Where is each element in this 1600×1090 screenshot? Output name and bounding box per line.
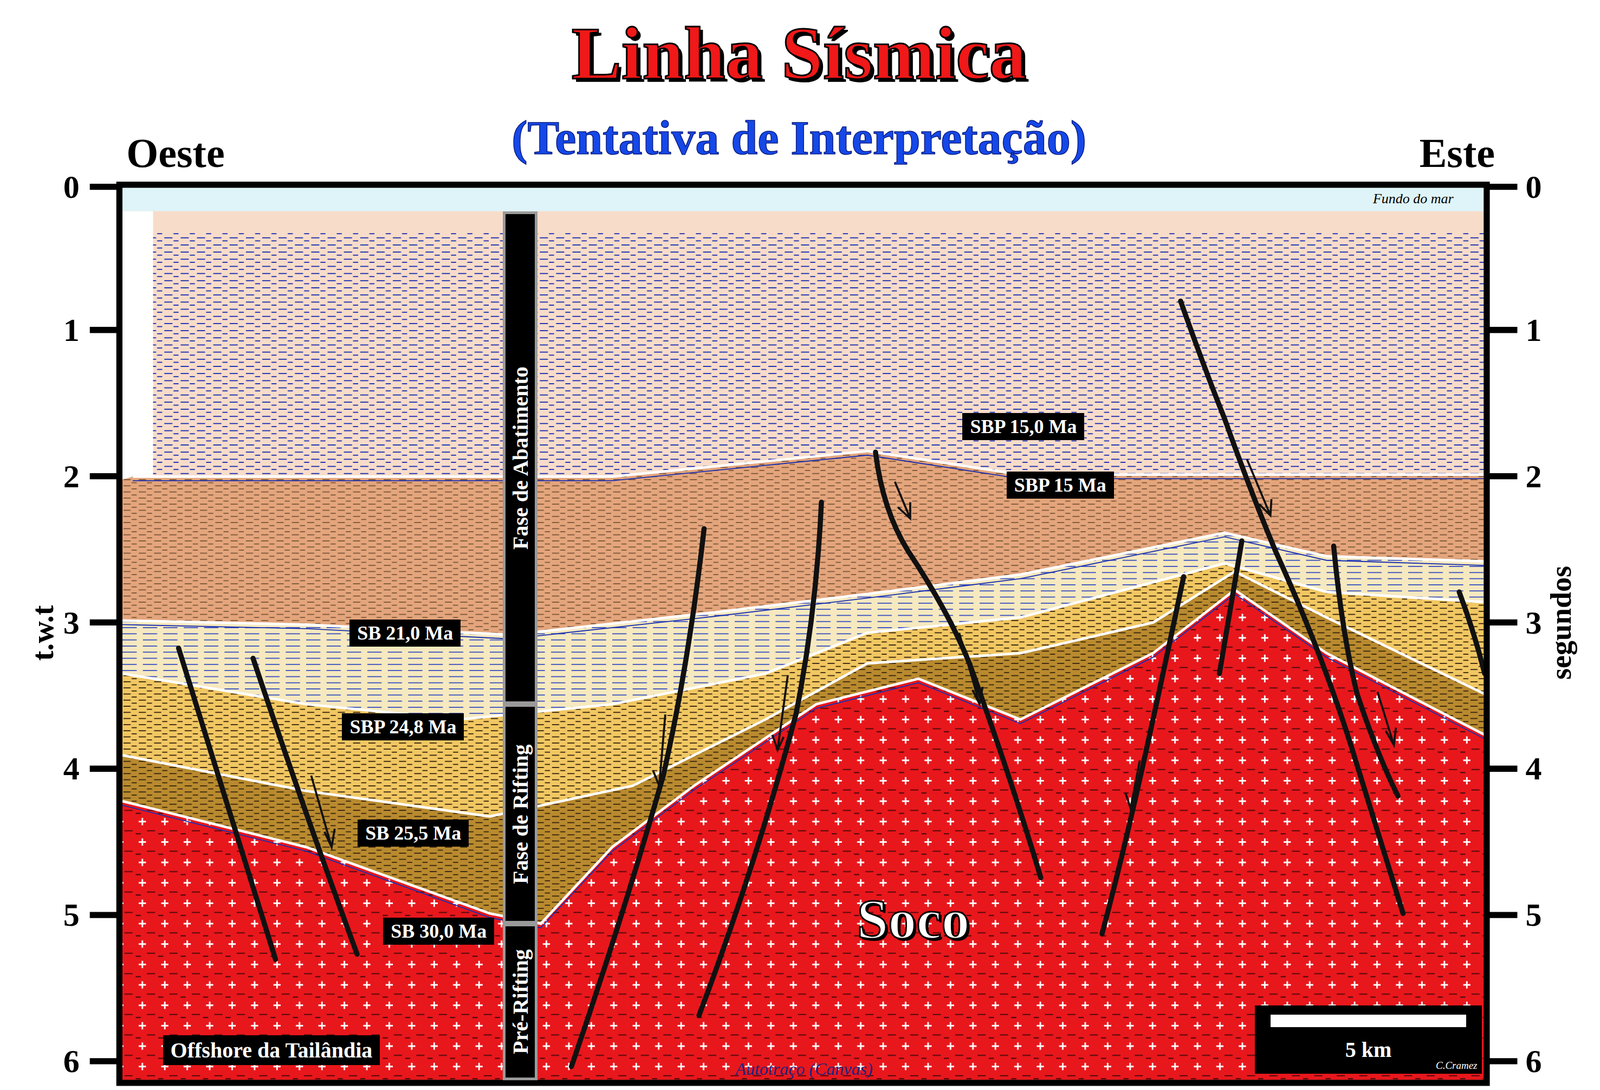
axis-number: 4	[63, 749, 80, 788]
horizon-label: SBP 24,8 Ma	[341, 713, 464, 741]
phase-column: Pré-Rifting	[502, 923, 538, 1080]
map-label: Fundo do mar	[1372, 190, 1454, 207]
map-label: Soco	[857, 885, 970, 951]
map-label: Oeste	[126, 129, 225, 177]
axis-number: 1	[1525, 311, 1543, 349]
map-label: segundos	[1544, 565, 1578, 680]
horizon-label: SB 25,5 Ma	[357, 819, 469, 847]
horizon-name: SBP 24,8 Ma	[349, 715, 457, 738]
phase-column: Fase de Abatimento	[502, 211, 538, 705]
axis-number: 5	[1525, 896, 1543, 934]
axis-number: 3	[63, 603, 80, 641]
axis-number: 2	[63, 457, 80, 495]
axis-number: 1	[63, 311, 80, 349]
author-credit: C.Cramez	[1435, 1059, 1478, 1072]
horizon-name: SB 25,5 Ma	[365, 821, 462, 844]
horizon-label: SBP 15,0 Ma	[962, 412, 1085, 440]
scale-text: 5 km	[1345, 1036, 1392, 1062]
horizon-label: Offshore da Tailândia	[163, 1034, 381, 1065]
horizon-name: SBP 15,0 Ma	[969, 415, 1077, 438]
phase-column: Fase de Rifting	[502, 703, 538, 924]
horizon-label: SB 21,0 Ma	[349, 619, 461, 647]
axis-number: 5	[63, 896, 80, 934]
horizon-name: Offshore da Tailândia	[170, 1037, 373, 1062]
horizon-name: SB 21,0 Ma	[357, 622, 453, 644]
axis-number: 6	[1525, 1042, 1543, 1080]
axis-number: 4	[1525, 749, 1543, 788]
diagram-title: Linha Sísmica	[571, 9, 1027, 96]
axis-number: 3	[1525, 603, 1543, 641]
horizon-name: SB 30,0 Ma	[390, 920, 487, 942]
phase-name: Pré-Rifting	[507, 949, 534, 1054]
horizon-label: SB 30,0 Ma	[383, 917, 495, 945]
subtitle: (Tentativa de Interpretação)	[511, 110, 1087, 166]
scale-box: 5 km C.Cramez	[1254, 1005, 1482, 1074]
horizon-name: SBP 15 Ma	[1014, 474, 1107, 496]
axis-number: 6	[63, 1042, 80, 1080]
phase-name: Fase de Abatimento	[507, 366, 534, 550]
axis-number: 0	[1525, 167, 1543, 206]
horizon-label: SBP 15 Ma	[1006, 471, 1114, 499]
scale-bar	[1270, 1014, 1467, 1027]
phase-name: Fase de Rifting	[507, 743, 534, 884]
map-label: t.w.t	[25, 604, 61, 661]
map-label: Este	[1419, 129, 1495, 177]
axis-number: 0	[63, 167, 80, 206]
axis-number: 2	[1525, 457, 1543, 495]
map-label: Autotraço (Canvas)	[735, 1058, 873, 1079]
